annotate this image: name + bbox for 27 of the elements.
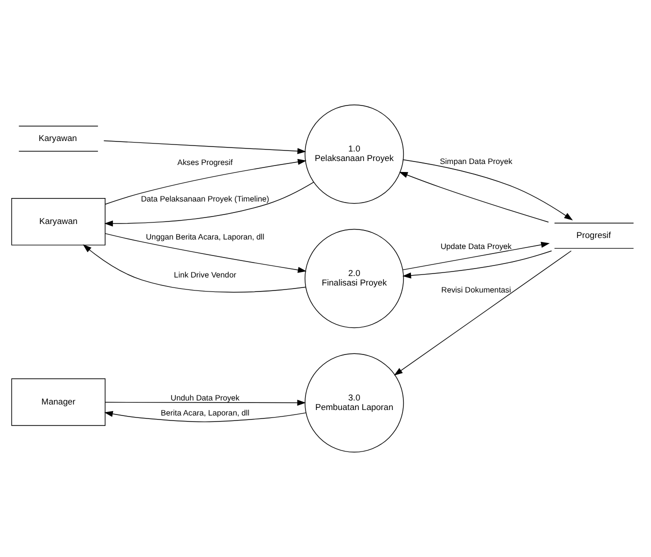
edge-label: Link Drive Vendor xyxy=(174,270,236,280)
arrow xyxy=(402,242,550,270)
arrow xyxy=(394,250,572,376)
arrow xyxy=(402,159,573,220)
edge-label: Revisi Dokumentasi xyxy=(441,286,511,295)
edge-label: Unduh Data Proyek xyxy=(170,394,240,403)
arrow xyxy=(399,172,549,222)
edge-label: Update Data Proyek xyxy=(440,242,512,251)
edge-label: Berita Acara, Laporan, dll xyxy=(160,408,250,418)
edge-label: Simpan Data Proyek xyxy=(440,157,512,166)
node-box: Manager xyxy=(11,378,106,426)
arrow xyxy=(82,244,306,293)
arrow xyxy=(105,233,307,273)
node-box: Karyawan xyxy=(11,198,106,246)
arrow xyxy=(103,140,306,154)
arrow xyxy=(104,410,306,422)
edge-label: Akses Progresif xyxy=(177,158,233,167)
arrow xyxy=(104,182,314,227)
arrow xyxy=(402,250,552,278)
node-text: Karyawan xyxy=(38,132,77,143)
arrow xyxy=(104,158,306,205)
node-circle: 1.0 Pelaksanaan Proyek xyxy=(304,104,404,204)
arrow xyxy=(105,400,306,406)
edge-label: Data Pelaksanaan Proyek (Timeline) xyxy=(140,194,270,204)
node-text: Progresif xyxy=(576,230,611,240)
node-circle: 2.0 Finalisasi Proyek xyxy=(304,228,404,328)
edge-label: Unggan Berita Acara, Laporan, dll xyxy=(146,232,264,242)
